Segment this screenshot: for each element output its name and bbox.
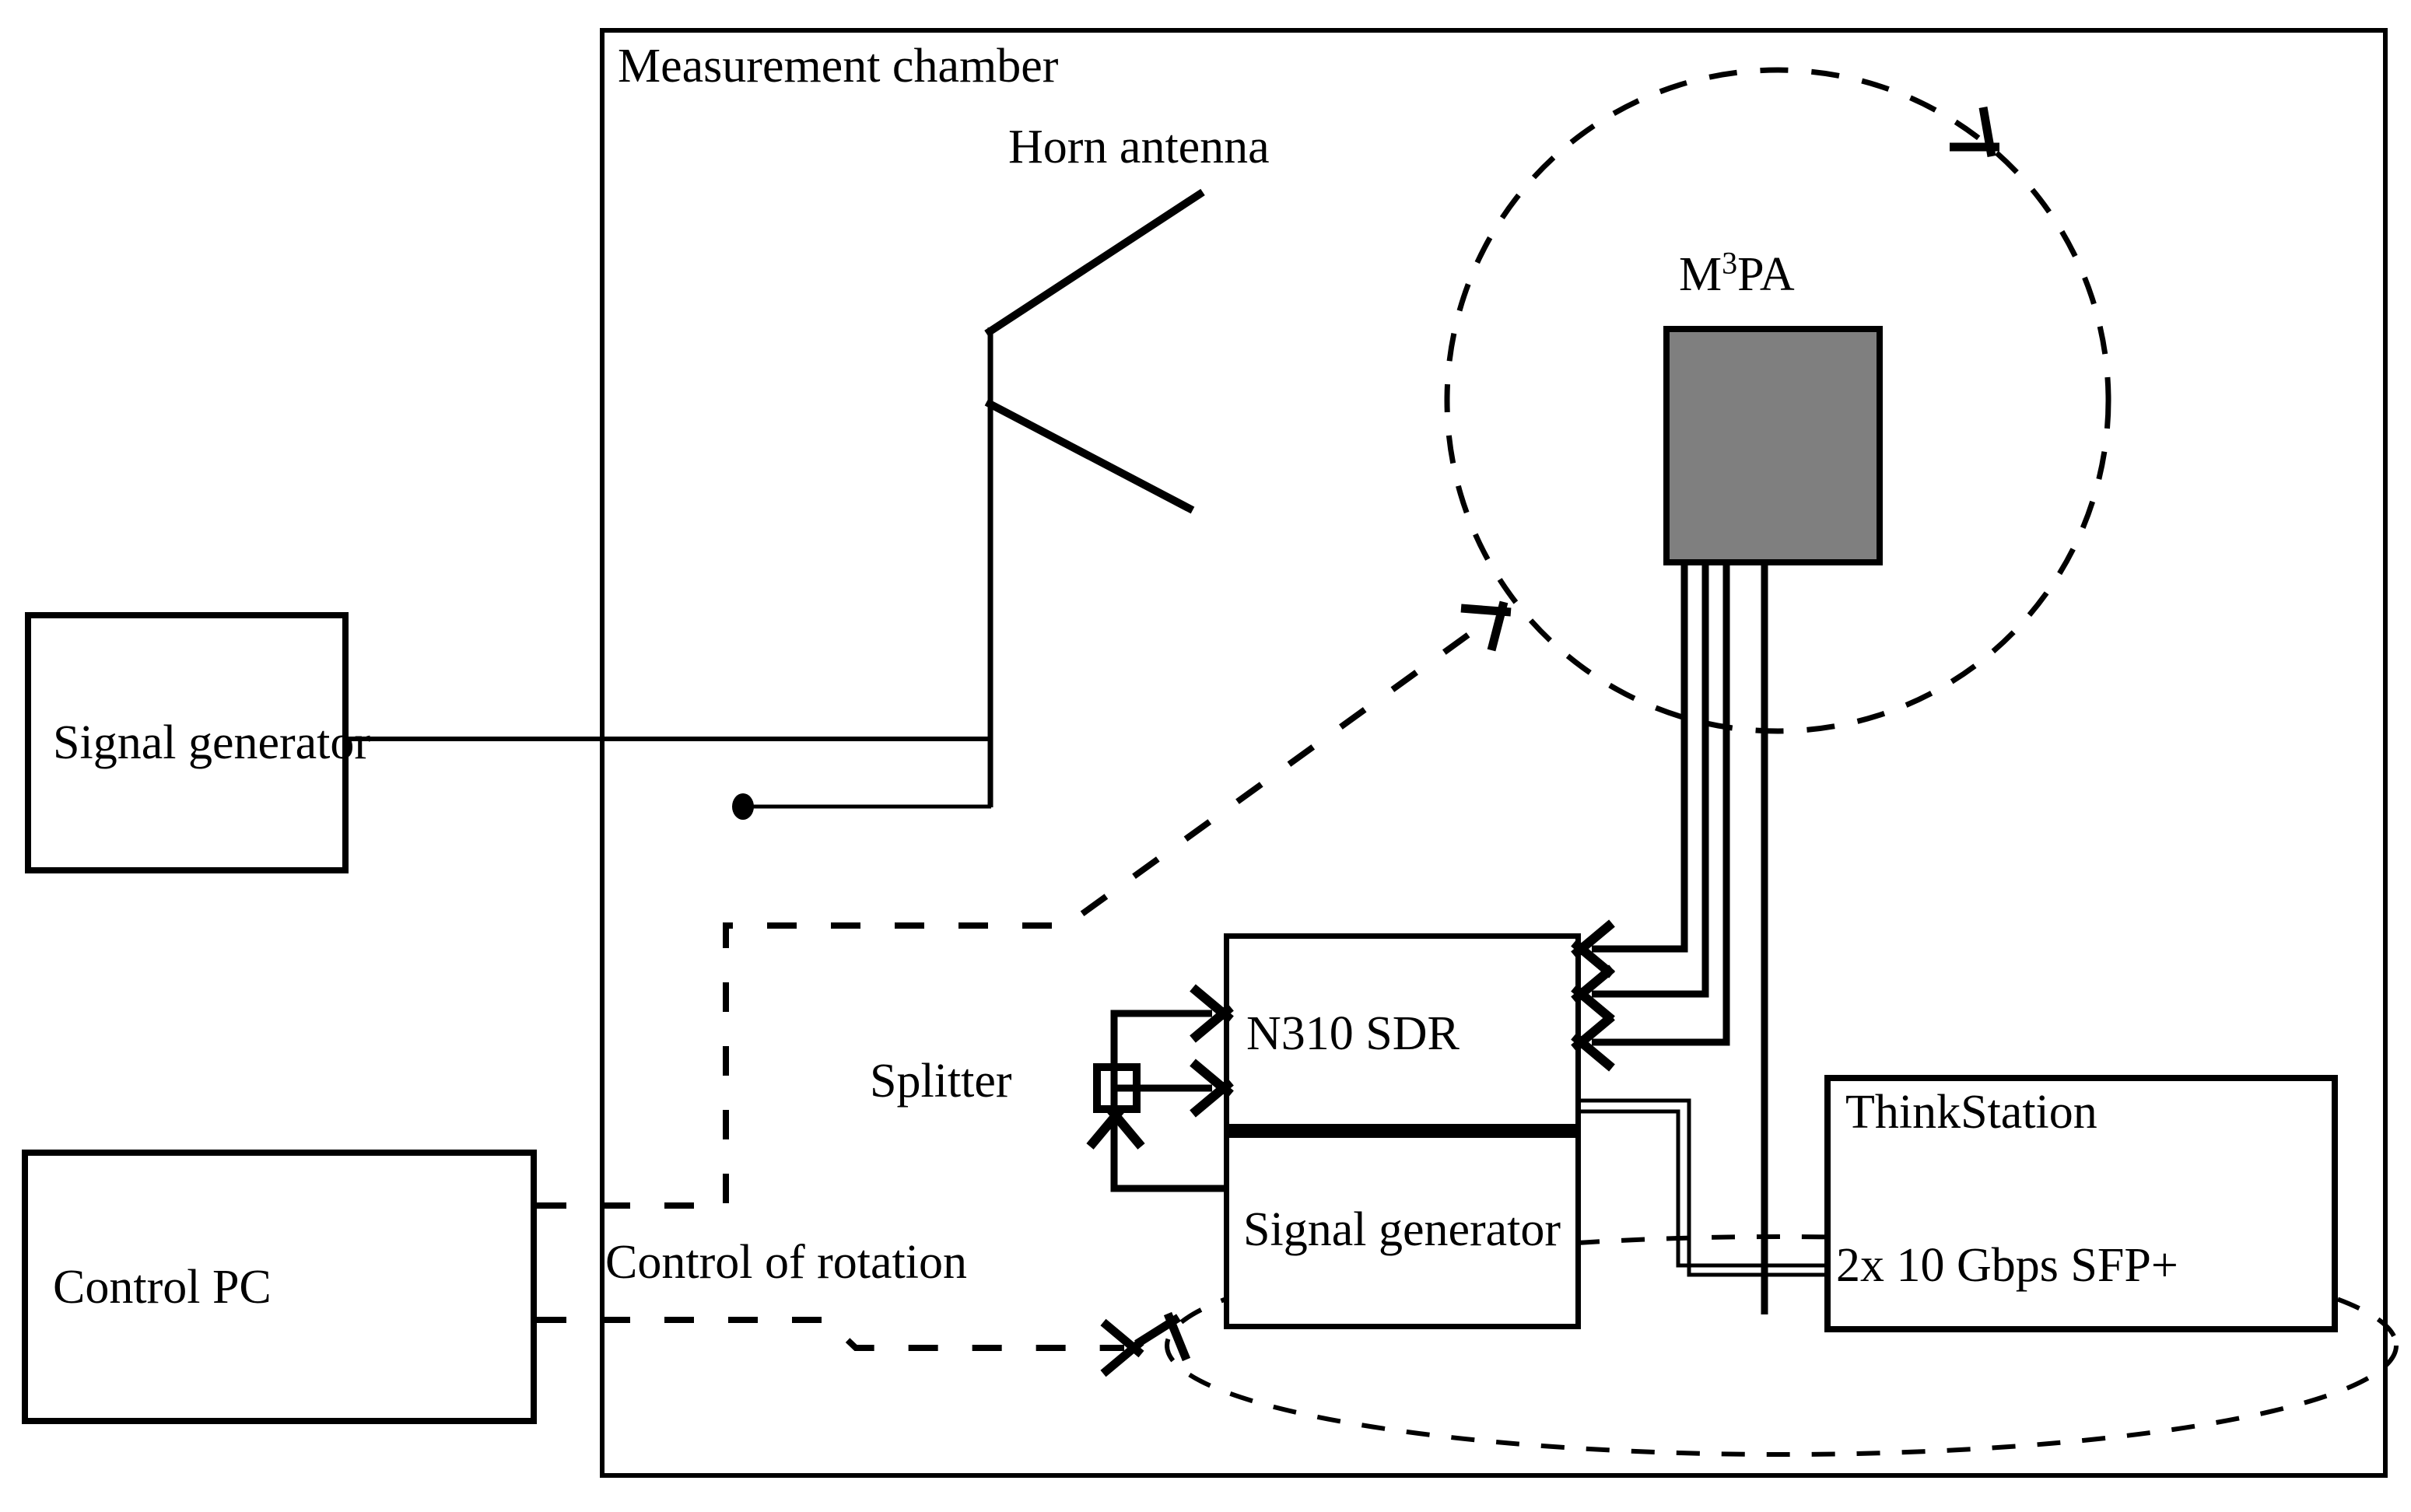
thinkstation-box: ThinkStation 2x 10 Gbps SFP+ — [1824, 1075, 2338, 1332]
chamber-label: Measurement chamber — [618, 40, 1059, 93]
m3pa-box — [1663, 326, 1883, 565]
thinkstation-label: ThinkStation — [1845, 1086, 2097, 1139]
m3pa-label-sup: 3 — [1722, 245, 1738, 281]
horn-antenna-label: Horn antenna — [1008, 121, 1270, 173]
sfp-ports-label: 2x 10 Gbps SFP+ — [1836, 1239, 2178, 1292]
sdr-siggen-divider — [1224, 1124, 1581, 1138]
signal-generator-label: Signal generator — [53, 716, 371, 769]
signal-generator2-label: Signal generator — [1243, 1202, 1561, 1256]
m3pa-label-rest: PA — [1737, 248, 1795, 301]
m3pa-label: M3PA — [1679, 247, 1795, 301]
control-pc-label: Control PC — [53, 1260, 272, 1314]
control-of-rotation-label: Control of rotation — [605, 1236, 967, 1289]
n310-sdr-label: N310 SDR — [1246, 1007, 1460, 1060]
signal-generator-box: Signal generator — [25, 612, 370, 873]
m3pa-label-base: M — [1679, 248, 1722, 301]
n310-sdr-box: N310 SDR — [1224, 933, 1581, 1134]
signal-generator2-box: Signal generator — [1224, 1129, 1581, 1329]
control-pc-box: Control PC — [22, 1150, 537, 1424]
splitter-label: Splitter — [870, 1055, 1012, 1108]
